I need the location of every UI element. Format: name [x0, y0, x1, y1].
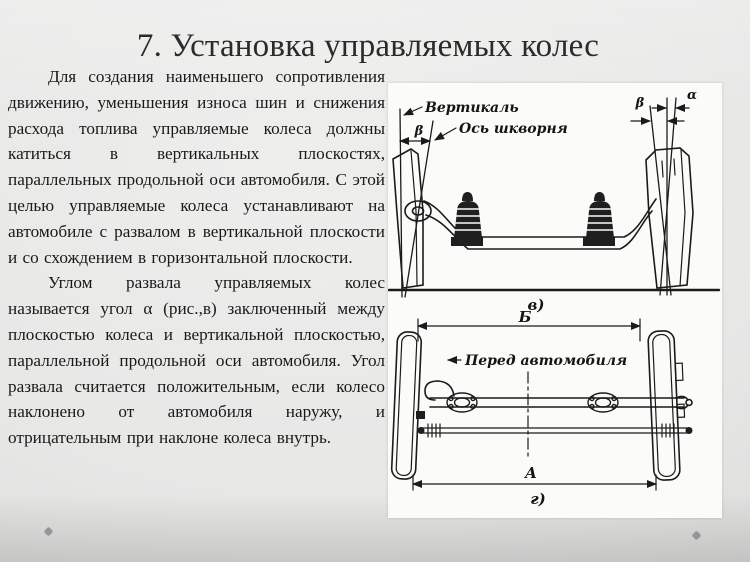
kingpin-axis-right: [649, 105, 672, 296]
front-axle-beam: [404, 198, 657, 250]
paragraph-2: Углом развала управляемых колес называет…: [8, 273, 385, 448]
wheel-plane-line-right: [659, 97, 677, 296]
wheel-alignment-figure: Вертикаль Ось шкворня β β α в): [388, 88, 721, 508]
front-dim-label: Б: [518, 308, 532, 326]
spring-seat-right: [582, 191, 616, 247]
front-left-wheel: [392, 148, 424, 289]
figure-panel: Вертикаль Ось шкворня β β α в): [388, 83, 722, 518]
paragraph-1: Для создания наименьшего сопротивления д…: [8, 67, 385, 267]
kingpin-label: Ось шкворня: [459, 121, 568, 137]
top-right-wheel: [647, 330, 686, 481]
front-view-caption: в): [528, 296, 545, 314]
top-view-diagram: [390, 318, 693, 491]
top-view-caption: г): [530, 490, 546, 508]
vertical-label: Вертикаль: [424, 100, 519, 116]
axle-joint-left: [446, 392, 478, 413]
body-text: Для создания наименьшего сопротивления д…: [8, 64, 385, 451]
front-view-diagram: [388, 97, 721, 298]
decorative-dot-left: [43, 526, 54, 537]
top-axle-beam: [416, 380, 693, 419]
front-right-wheel: [645, 147, 694, 289]
decorative-dot-right: [691, 530, 702, 541]
front-direction-label: Перед автомобиля: [464, 353, 627, 369]
page-title: 7. Установка управляемых колес: [136, 28, 600, 64]
beta-symbol-left: β: [414, 124, 424, 139]
axle-joint-right: [587, 392, 619, 413]
beta-symbol-right: β: [635, 96, 645, 111]
tie-rod: [417, 423, 693, 438]
rear-dim-label: А: [524, 464, 537, 482]
alpha-symbol: α: [687, 88, 697, 103]
top-left-wheel: [390, 331, 423, 480]
spring-seat-left: [450, 191, 484, 247]
kingpin-axis-left: [404, 120, 434, 298]
